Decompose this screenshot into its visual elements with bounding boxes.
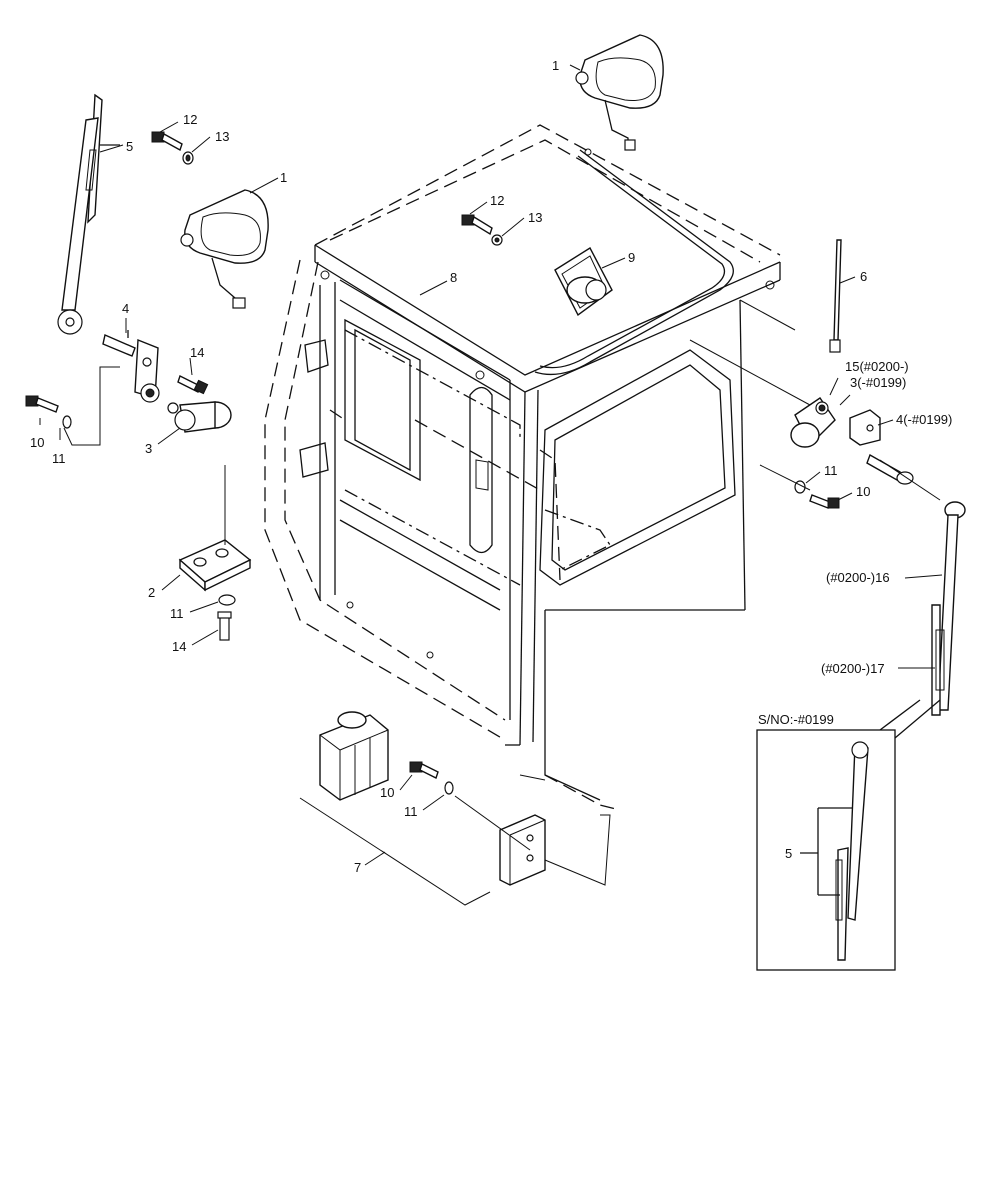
cab-frame [264,124,781,811]
label-16: (#0200-)16 [826,570,890,585]
bolt-10-right [809,494,840,509]
label-3-right: 3(-#0199) [850,375,906,390]
label-17: (#0200-)17 [821,661,885,676]
work-lamp-top [575,34,664,151]
bolt-10-left [25,395,59,413]
wiper-motor-left [167,401,232,433]
label-2: 2 [148,585,155,600]
label-5-left: 5 [126,139,133,154]
bolt-14-pivot [177,375,209,395]
label-4-left: 4 [122,301,129,316]
wiper-motor-right [790,397,836,448]
label-7: 7 [354,860,361,875]
label-10-left: 10 [30,435,44,450]
label-11-left: 11 [52,451,66,466]
wiper-pivot-left [102,330,160,403]
label-14-plate: 14 [172,639,186,654]
wiper-arm-left [57,93,120,335]
label-14-pivot: 14 [190,345,204,360]
wiper-blade-right [931,604,945,716]
label-12-top-left: 12 [183,112,197,127]
tank-bracket [499,814,546,886]
label-12-mid: 12 [490,193,504,208]
speaker [554,247,613,317]
leader-lines [39,64,943,906]
label-4-right: 4(-#0199) [896,412,952,427]
label-15: 15(#0200-) [845,359,909,374]
washer-11-plate [218,594,236,606]
label-11-plate: 11 [170,606,184,621]
label-1-top: 1 [552,58,559,73]
washer-13-mid [491,234,503,246]
label-11-right: 11 [824,463,838,478]
label-8: 8 [450,270,457,285]
washer-11-left [62,415,72,429]
washer-11-tank [444,781,454,795]
washer-tank [319,711,389,801]
label-1-left: 1 [280,170,287,185]
label-13-top-left: 13 [215,129,229,144]
bolt-14-plate [217,611,232,641]
washer-13-top-left [182,151,194,165]
inset-title: S/NO:-#0199 [758,712,834,727]
wiper-arm-right [937,501,966,711]
bolt-12-top-left [151,131,183,152]
label-13-mid: 13 [528,210,542,225]
work-lamp-left [180,189,269,309]
label-3-left: 3 [145,441,152,456]
label-11-tank: 11 [404,804,418,819]
bolt-12-mid [461,214,493,236]
inset-box [756,729,896,971]
label-10-right: 10 [856,484,870,499]
bolt-10-tank [409,761,439,779]
label-9: 9 [628,250,635,265]
callout-labels: 1 1 5 12 13 4 14 3 10 11 12 13 8 9 6 15(… [30,58,952,875]
label-10-tank: 10 [380,785,394,800]
bracket-plate [178,539,252,592]
label-5-inset: 5 [785,846,792,861]
antenna [829,239,842,353]
label-6: 6 [860,269,867,284]
